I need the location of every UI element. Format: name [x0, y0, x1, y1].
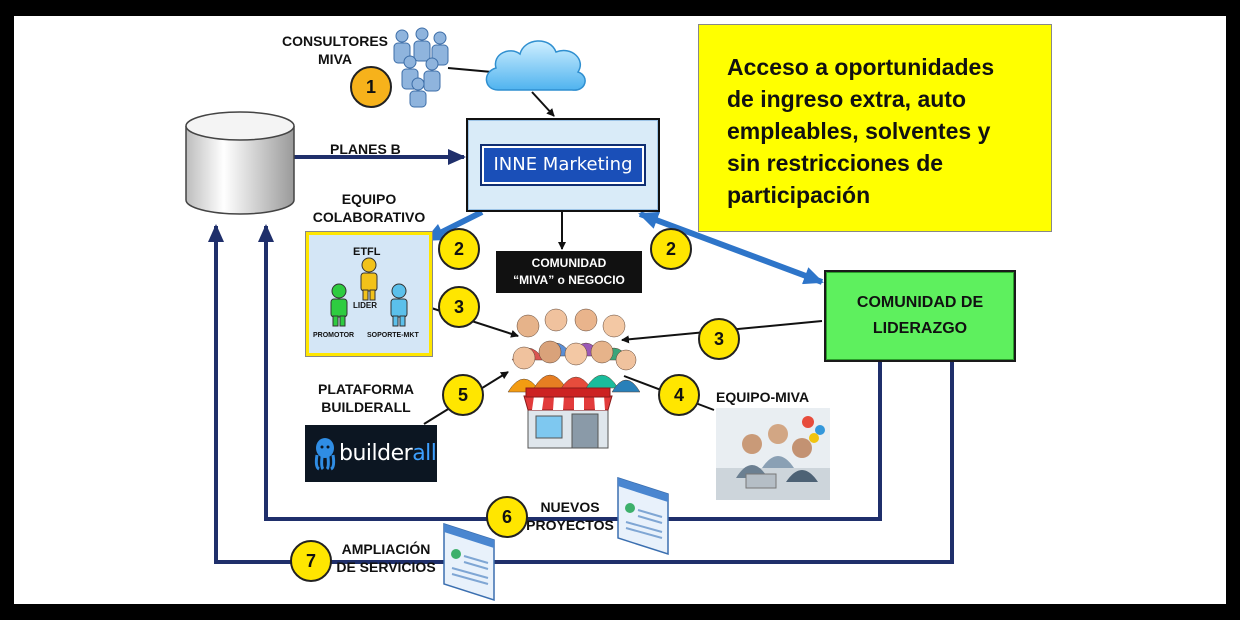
step-2-badge-right: 2	[650, 228, 692, 270]
value-line-4: sin restricciones de	[727, 150, 944, 176]
diagram-canvas: CONSULTORES MIVA 1 INNE Marketing PLANES…	[14, 16, 1226, 604]
plataforma-label: PLATAFORMA BUILDERALL	[310, 380, 422, 416]
comunidad-liderazgo-box: COMUNIDAD DE LIDERAZGO	[824, 270, 1016, 362]
inne-marketing-label: INNE Marketing	[482, 146, 644, 184]
leader-person-icon	[360, 257, 378, 301]
ampliacion-line2: DE SERVICIOS	[336, 559, 436, 575]
equipo-miva-label: EQUIPO-MIVA	[716, 389, 810, 405]
web-page-icon-2	[443, 522, 495, 602]
plataforma-line2: BUILDERALL	[321, 399, 411, 415]
step-5-badge: 5	[442, 374, 484, 416]
equipo-colaborativo-label: EQUIPO COLABORATIVO	[306, 190, 432, 226]
leader-label: LIDER	[353, 301, 377, 310]
consultores-line2: MIVA	[318, 51, 352, 67]
value-line-2: de ingreso extra, auto	[727, 86, 967, 112]
step-6-badge: 6	[486, 496, 528, 538]
equipo-colaborativo-line1: EQUIPO	[341, 191, 397, 207]
cloud-icon	[485, 40, 586, 91]
nuevos-proyectos-loop	[258, 224, 882, 521]
nuevos-proyectos-label: NUEVOS PROYECTOS	[520, 498, 620, 534]
etfl-title: ETFL	[353, 246, 381, 258]
comunidad-miva-line2: “MIVA” o NEGOCIO	[513, 273, 625, 287]
equipo-colaborativo-line2: COLABORATIVO	[312, 209, 426, 225]
inne-to-etfl-arrow	[424, 209, 484, 243]
step-7-badge: 7	[290, 540, 332, 582]
octopus-icon	[314, 438, 336, 471]
web-page-icon-1	[617, 476, 669, 556]
team-photo-image	[716, 408, 830, 500]
value-line-5: participación	[727, 182, 871, 208]
consultores-label: CONSULTORES MIVA	[280, 32, 390, 68]
builderall-logo: builderall	[305, 425, 437, 482]
value-proposition-box: Acceso a oportunidades de ingreso extra,…	[698, 24, 1052, 232]
plataforma-line1: PLATAFORMA	[318, 381, 414, 397]
comunidad-liderazgo-line2: LIDERAZGO	[872, 320, 968, 337]
ampliacion-loop	[208, 224, 954, 564]
planes-b-label: PLANES B	[330, 141, 401, 157]
promoter-label: PROMOTOR	[313, 332, 355, 339]
support-person-icon	[390, 283, 408, 327]
connectors	[208, 67, 954, 564]
nuevos-proyectos-line2: PROYECTOS	[526, 517, 614, 533]
step-4-badge: 4	[658, 374, 700, 416]
community-crowd-icon	[507, 308, 640, 393]
cloud-to-inne-arrow	[531, 91, 555, 117]
ampliacion-line1: AMPLIACIÓN	[341, 541, 431, 557]
comunidad-miva-label: COMUNIDAD “MIVA” o NEGOCIO	[496, 251, 642, 293]
ampliacion-label: AMPLIACIÓN DE SERVICIOS	[336, 540, 436, 576]
builderall-wordmark: builderall	[339, 441, 437, 466]
consultores-to-cloud-line	[447, 67, 493, 73]
value-line-1: Acceso a oportunidades	[727, 54, 995, 80]
store-icon	[523, 387, 613, 449]
comunidad-liderazgo-label: COMUNIDAD DE LIDERAZGO	[826, 290, 1014, 342]
nuevos-proyectos-line1: NUEVOS	[540, 499, 600, 515]
builderall-wordmark-main: builder	[339, 441, 413, 466]
value-proposition-text: Acceso a oportunidades de ingreso extra,…	[727, 51, 1037, 211]
database-icon	[185, 111, 295, 215]
support-label: SOPORTE-MKT	[367, 332, 419, 339]
step-1-badge: 1	[350, 66, 392, 108]
builderall-wordmark-accent: all	[412, 441, 437, 466]
comunidad-liderazgo-line1: COMUNIDAD DE	[856, 294, 984, 311]
comunidad-miva-line1: COMUNIDAD	[531, 256, 607, 270]
etfl-team-box: ETFL LIDER PROMOTOR SOPORTE-MKT	[306, 232, 432, 356]
step-2-badge-left: 2	[438, 228, 480, 270]
value-line-3: empleables, solventes y	[727, 118, 991, 144]
promoter-person-icon	[330, 283, 348, 327]
step-3-badge-right: 3	[698, 318, 740, 360]
consultants-group-icon	[393, 27, 449, 108]
inne-marketing-box: INNE Marketing	[466, 118, 660, 212]
consultores-line1: CONSULTORES	[281, 33, 389, 49]
inne-liderazgo-double-arrow	[638, 211, 824, 285]
step-3-badge-left: 3	[438, 286, 480, 328]
